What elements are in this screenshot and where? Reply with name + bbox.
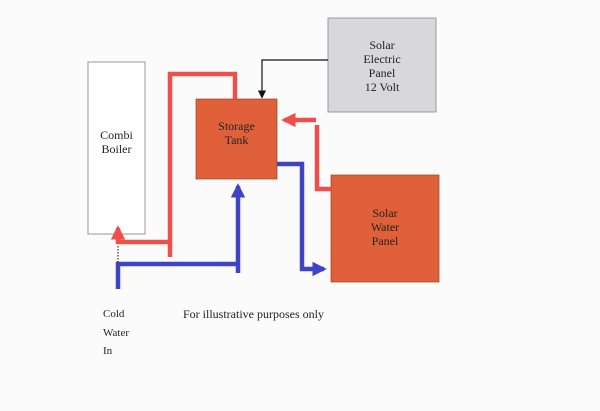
label-line: Combi	[100, 128, 133, 142]
hot-pipe-solar-return	[314, 125, 331, 192]
combi-boiler-box	[87, 61, 146, 235]
cold-water-in-line3: In	[103, 345, 113, 357]
hot-pipe-tank-to-boiler	[167, 71, 238, 257]
label-line: Panel	[371, 234, 399, 248]
cold-water-pipes	[115, 161, 327, 289]
label-line: Tank	[224, 133, 249, 147]
label-line: Solar	[369, 38, 395, 52]
solar-electric-panel-label: Solar Electric Panel 12 Volt	[328, 38, 436, 94]
electric-wire	[257, 59, 328, 99]
label-line: Electric	[363, 52, 401, 66]
storage-tank-label: Storage Tank	[196, 119, 277, 147]
cold-water-in-line2: Water	[103, 327, 129, 339]
solar-electric-panel-box	[327, 17, 437, 113]
solar-water-panel-box	[330, 174, 440, 283]
cold-water-in-line1: Cold	[103, 308, 125, 320]
hot-pipe-to-boiler	[110, 225, 170, 245]
disclaimer-text: For illustrative purposes only	[183, 307, 324, 321]
label-line: Water	[370, 220, 400, 234]
cold-pipe-inlet	[115, 261, 238, 289]
label-line: 12 Volt	[364, 80, 400, 94]
label-line: Panel	[368, 66, 396, 80]
solar-water-panel-label: Solar Water Panel	[331, 206, 439, 248]
label-line: Boiler	[101, 142, 132, 156]
label-line: Solar	[372, 206, 398, 220]
label-line: Storage	[218, 119, 255, 133]
hot-water-pipes	[110, 71, 331, 257]
combi-boiler-label: Combi Boiler	[88, 128, 145, 156]
storage-tank-box	[195, 98, 278, 180]
cold-pipe-to-solar-panel	[277, 161, 327, 277]
